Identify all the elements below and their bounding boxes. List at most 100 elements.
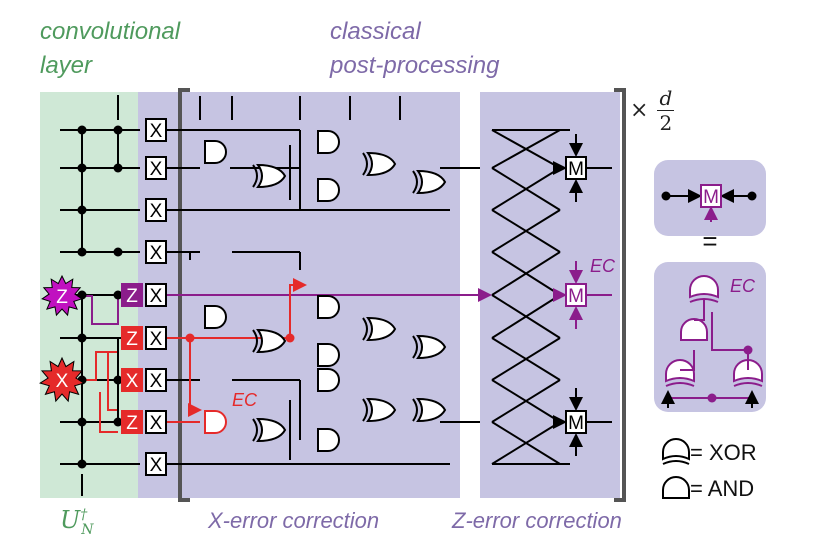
x-gate-0: X	[145, 118, 167, 142]
classical-label-line1: classical	[330, 18, 421, 45]
cross-wire	[491, 294, 561, 339]
x-gate-red-text: X	[126, 371, 139, 392]
ec-path-red	[190, 278, 307, 339]
xor-gate	[412, 169, 447, 195]
repeat-numerator: d	[657, 86, 675, 111]
m-gate-2-text: M	[568, 286, 584, 307]
error-z-star-shape	[41, 274, 83, 317]
x-gate-5-box	[145, 326, 167, 350]
x-gate-5: X	[145, 326, 167, 350]
xor-body	[416, 397, 447, 423]
xor-back	[689, 298, 719, 303]
and-gate	[204, 140, 227, 164]
control-dot	[77, 163, 87, 173]
legend-and-label: = AND	[690, 476, 755, 501]
error-propagation-red	[107, 352, 118, 411]
x-gate-0-text: X	[150, 121, 163, 142]
inset-wire	[694, 300, 705, 321]
cross-wire	[491, 251, 561, 296]
error-x-star: X	[39, 356, 85, 403]
inset-wire	[711, 312, 749, 370]
x-gate-4: X	[145, 283, 167, 307]
z-gate-purple-box	[121, 283, 143, 307]
x-gate-5-text: X	[150, 329, 163, 350]
xor-body	[366, 397, 397, 423]
xor-body	[256, 163, 287, 189]
xor-body	[733, 359, 763, 383]
error-propagation-purple	[82, 295, 119, 325]
xor-back	[412, 170, 418, 194]
xor-back	[412, 398, 418, 422]
xor-gate	[362, 151, 397, 177]
m-gate-1-text: M	[568, 159, 584, 180]
x-gate-3-box	[145, 240, 167, 264]
equals-sign: =	[702, 226, 717, 256]
control-dot	[185, 333, 195, 343]
legend-xor-symbol	[662, 438, 690, 465]
m-gate-3-text: M	[568, 413, 584, 434]
control-dot	[743, 345, 753, 355]
error-z-star: Z	[41, 274, 83, 317]
x-gate-7: X	[145, 410, 167, 434]
z-gate-purple: Z	[121, 283, 143, 307]
cross-wire	[491, 337, 561, 381]
x-gate-4-box	[145, 283, 167, 307]
control-dot	[77, 417, 87, 427]
inset-xor-top	[689, 275, 719, 303]
xor-body	[416, 169, 447, 195]
repeat-denominator: 2	[659, 111, 673, 135]
ec-label-red: EC	[232, 390, 258, 410]
error-propagation-red	[99, 392, 118, 433]
xor-body	[662, 438, 690, 461]
and-gate	[204, 305, 227, 329]
xor-gate	[252, 417, 287, 443]
control-dot	[113, 375, 123, 385]
convolutional-label-line2: layer	[40, 52, 93, 79]
inset-and-mid	[680, 318, 708, 341]
xor-back	[362, 317, 368, 341]
xor-back	[412, 335, 418, 359]
x-gate-8: X	[145, 452, 167, 476]
z-gate-red-1-box	[121, 326, 143, 350]
control-dot	[113, 125, 123, 135]
convolutional-label-line1: convolutional	[40, 18, 181, 45]
x-gate-1: X	[145, 156, 167, 180]
xor-body	[366, 151, 397, 177]
ec-path-red	[188, 338, 202, 417]
xor-body	[256, 417, 287, 443]
x-gate-1-text: X	[150, 159, 163, 180]
error-z-star-text: Z	[56, 287, 68, 308]
x-error-correction-label: X-error correction	[208, 508, 380, 533]
xor-back	[662, 460, 690, 465]
and-gate	[317, 295, 340, 319]
xor-body	[416, 334, 447, 360]
z-gate-red-1-text: Z	[126, 329, 138, 350]
control-dot	[77, 459, 87, 469]
unitary-label: U†N	[60, 506, 94, 538]
x-gate-red-box	[121, 368, 143, 392]
control-dot	[113, 247, 123, 257]
control-dot	[77, 247, 87, 257]
m-gate-3: M	[565, 410, 587, 434]
xor-gate	[362, 316, 397, 342]
z-gate-red-2-box	[121, 410, 143, 434]
x-gate-3: X	[145, 240, 167, 264]
m-gate-3-box	[565, 410, 587, 434]
and-gate	[317, 343, 340, 367]
cross-wire	[491, 379, 561, 423]
xor-gate	[362, 397, 397, 423]
xor-back	[252, 329, 258, 353]
m-gate-2-box	[565, 283, 587, 307]
xor-body	[366, 316, 397, 342]
inset-m-gate: M	[700, 184, 722, 208]
right-bracket	[614, 88, 626, 502]
xor-back	[665, 382, 695, 387]
inset-wire	[680, 350, 695, 371]
xor-back	[362, 152, 368, 176]
repeat-factor: × d 2	[630, 86, 675, 135]
classical-label-line2: post-processing	[330, 52, 500, 79]
x-gate-6: X	[145, 368, 167, 392]
control-dot	[113, 417, 123, 427]
